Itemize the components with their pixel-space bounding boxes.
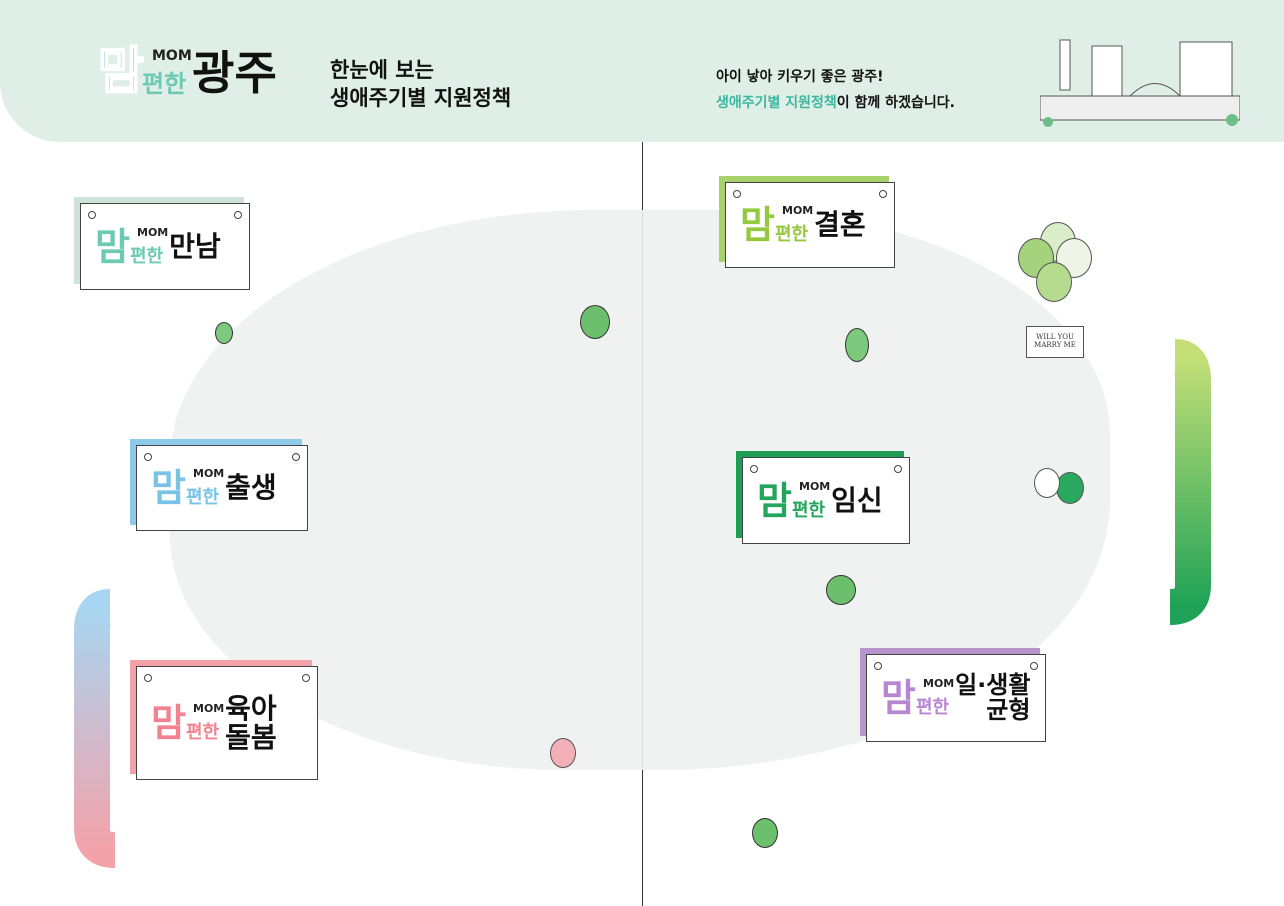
marry-sign-line2: MARRY ME xyxy=(1034,341,1076,349)
sign-title: 육아 xyxy=(225,691,277,725)
sign-mom: MOM xyxy=(923,677,955,690)
header-banner: 맘 MOM 편한 광주 한눈에 보는 생애주기별 지원정책 아이 낳아 키우기 … xyxy=(0,0,1284,142)
sign-title: 임신 xyxy=(831,483,883,517)
page-title: 한눈에 보는 생애주기별 지원정책 xyxy=(330,56,511,112)
sign-mom: MOM xyxy=(193,702,225,715)
sign-mom: MOM xyxy=(193,467,225,480)
tagline: 아이 낳아 키우기 좋은 광주! 생애주기별 지원정책이 함께 하겠습니다. xyxy=(716,64,955,116)
sign-mam: 맘 xyxy=(151,701,186,745)
sign-title-line2: 돌봄 xyxy=(225,721,277,754)
tagline-rest: 이 함께 하겠습니다. xyxy=(836,95,955,111)
tagline-line1: 아이 낳아 키우기 좋은 광주! xyxy=(716,69,884,85)
sign-mom: MOM xyxy=(799,479,831,493)
sign-title-line2: 균형 xyxy=(986,696,1031,724)
sign-mom: MOM xyxy=(137,225,169,239)
balloon-icon xyxy=(1056,238,1092,278)
sign-pyeon: 편한 xyxy=(129,245,164,267)
sign-mam: 맘 xyxy=(757,478,792,523)
hot-air-balloon-icon xyxy=(550,738,576,768)
sign-pyeon: 편한 xyxy=(791,499,826,521)
sign-title: 결혼 xyxy=(814,208,866,242)
sign-title: 만남 xyxy=(169,229,221,263)
balloon-icon xyxy=(1056,472,1084,504)
tree-icon xyxy=(752,818,778,848)
road-segment-2 xyxy=(1168,339,1211,625)
logo-mam: 맘 xyxy=(97,42,145,100)
road-segment-4 xyxy=(74,589,117,868)
sign-pyeon: 편한 xyxy=(185,722,220,743)
subtitle-line1: 한눈에 보는 xyxy=(330,58,434,82)
sign-pyeon: 편한 xyxy=(915,697,950,718)
logo: 맘 MOM 편한 광주 xyxy=(97,42,277,100)
sign-pyeon: 편한 xyxy=(185,487,220,508)
tree-icon xyxy=(215,322,233,344)
balloon-icon xyxy=(1036,262,1072,302)
sign-mam: 맘 xyxy=(881,676,916,720)
sign-title: 출생 xyxy=(225,471,277,505)
sign-title: 일·생활 xyxy=(955,670,1031,699)
logo-pyeon: 편한 xyxy=(142,70,187,98)
logo-city: 광주 xyxy=(192,46,277,100)
logo-mom: MOM xyxy=(152,48,192,64)
subtitle-line2: 생애주기별 지원정책 xyxy=(330,86,512,110)
tree-icon xyxy=(580,305,610,339)
marry-sign-line1: WILL YOU xyxy=(1036,333,1074,341)
balloon-icon xyxy=(1034,468,1060,498)
city-skyline-icon xyxy=(1040,39,1240,127)
tree-icon xyxy=(826,575,856,605)
sign-mom: MOM xyxy=(782,204,814,217)
tree-icon xyxy=(845,328,869,362)
tagline-highlight: 생애주기별 지원정책 xyxy=(716,95,837,111)
sign-pyeon: 편한 xyxy=(774,224,809,245)
sign-mam: 맘 xyxy=(95,224,130,269)
sign-mam: 맘 xyxy=(151,466,186,510)
arrow-icon xyxy=(1166,834,1209,866)
sign-mam: 맘 xyxy=(740,203,775,247)
